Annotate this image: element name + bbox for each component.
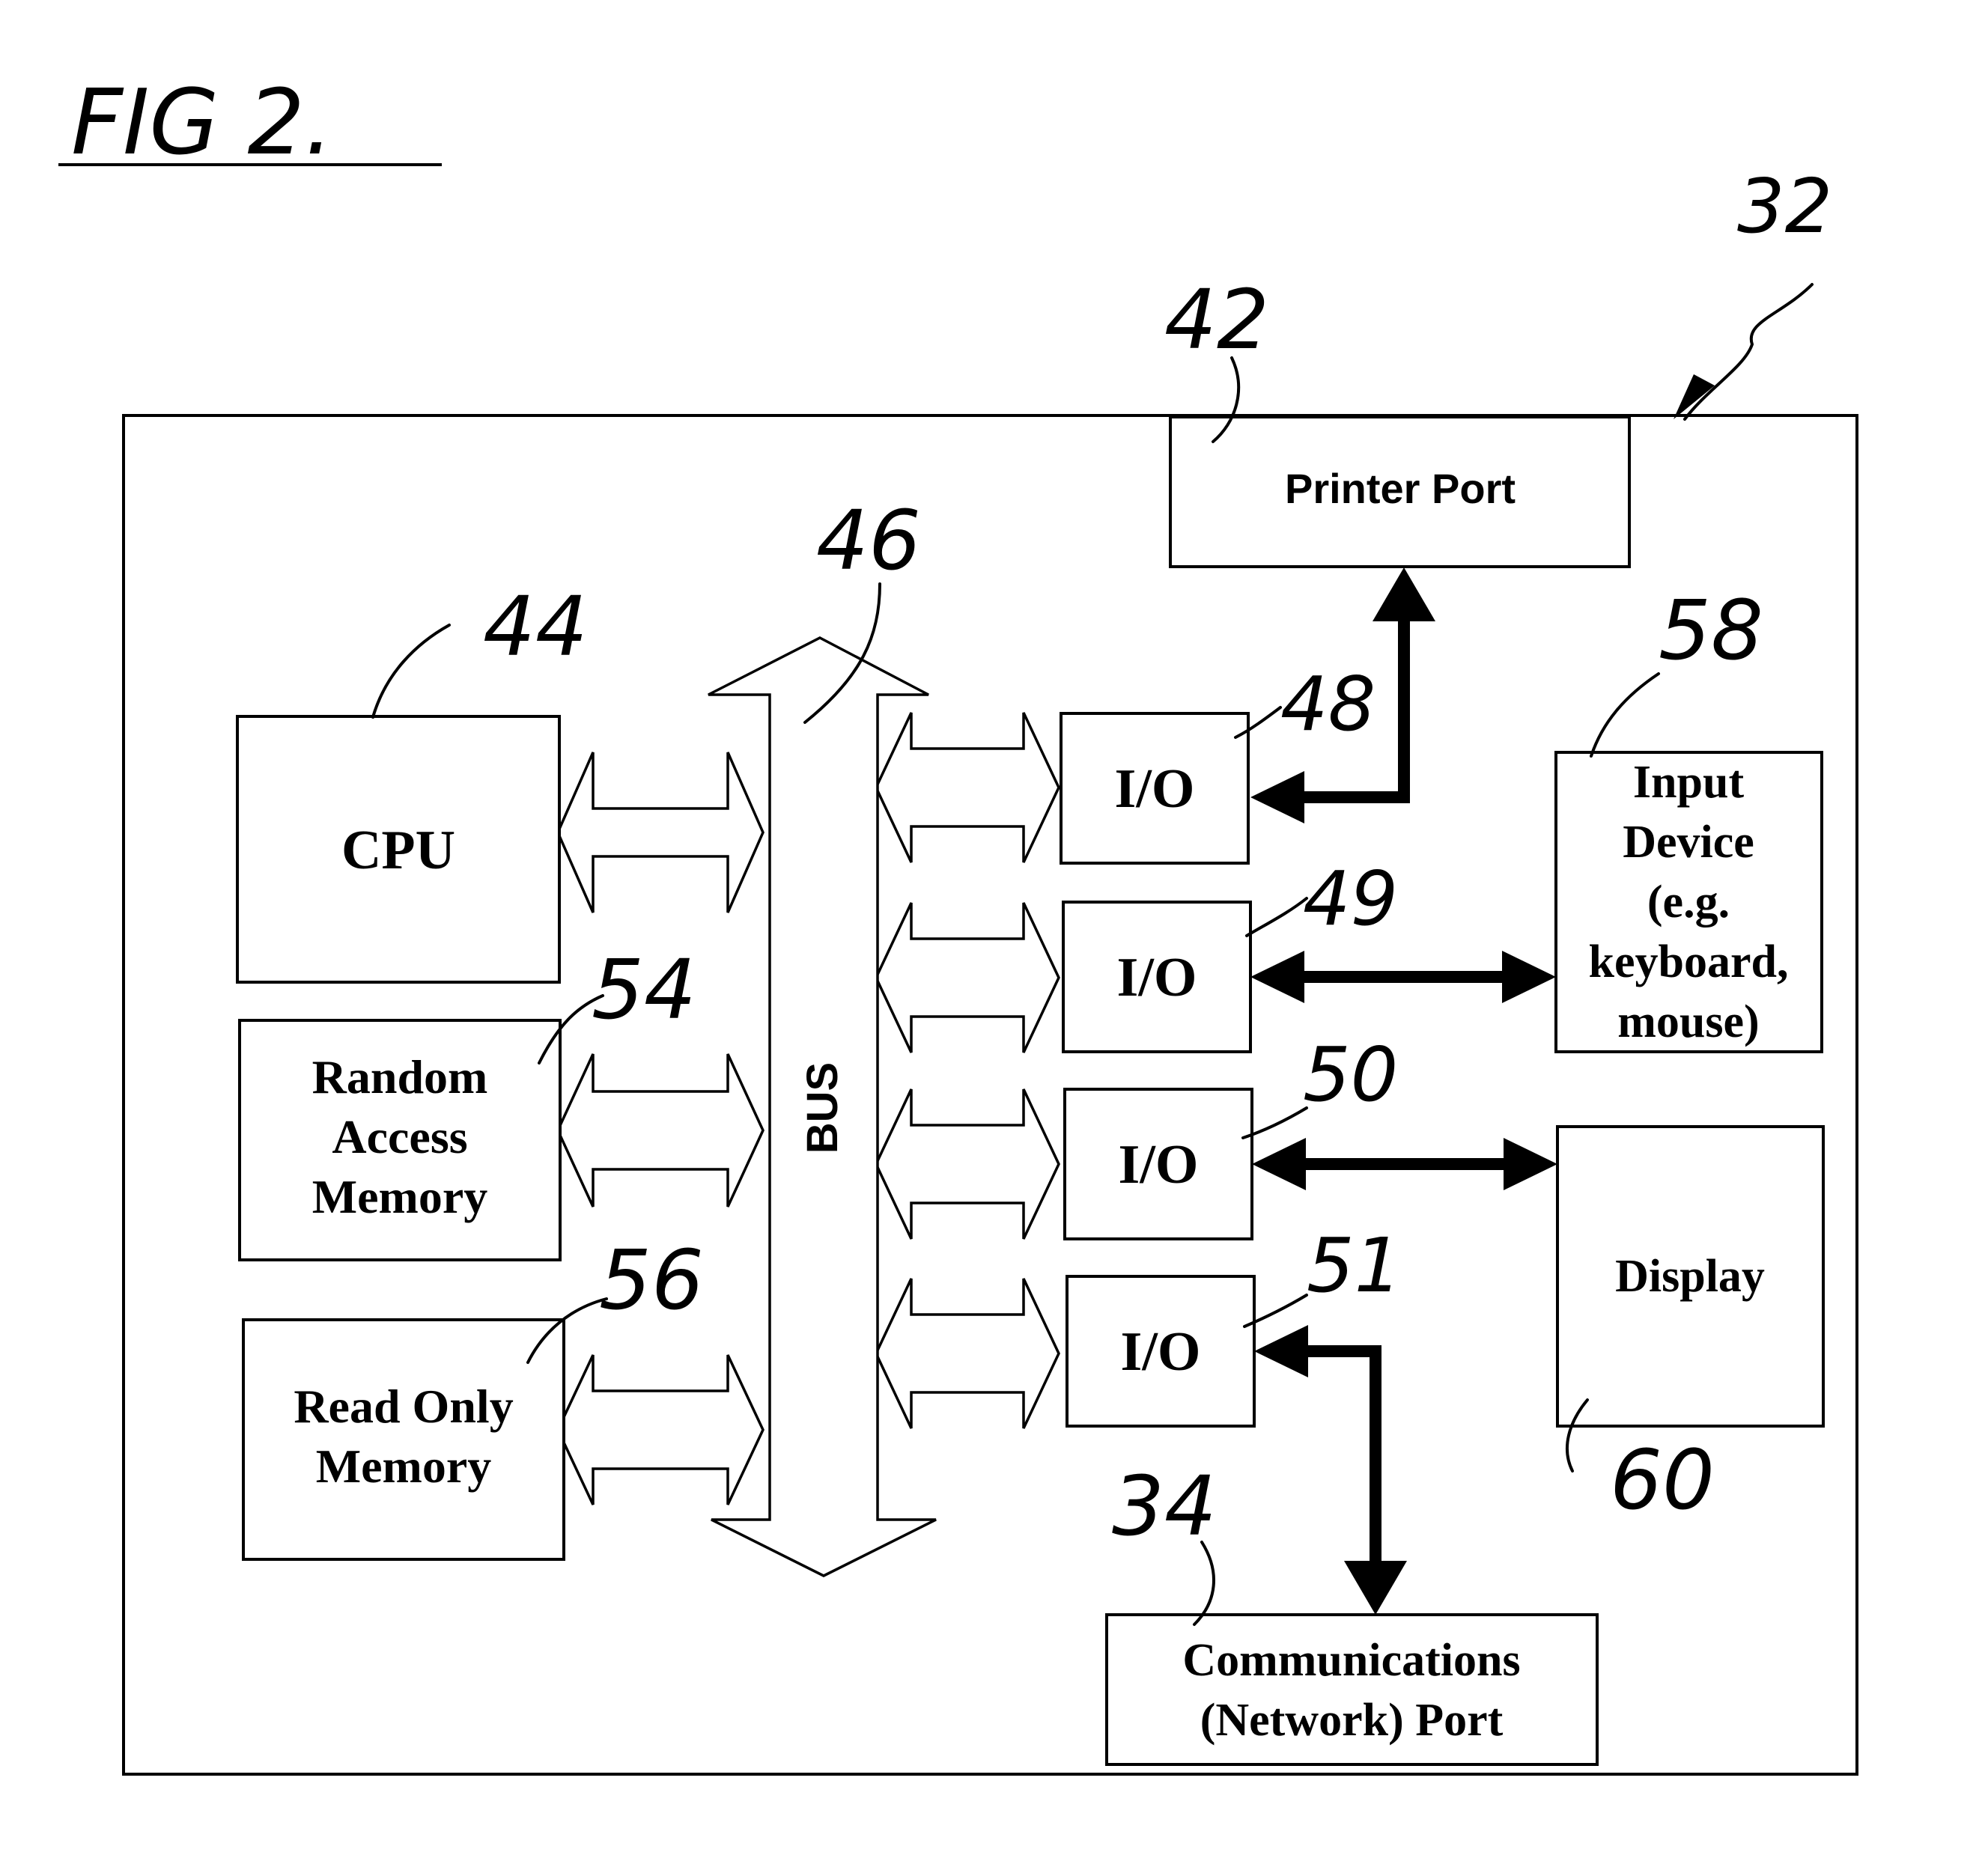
connector-ram-bus: [558, 1054, 763, 1207]
system-ref-number: 32: [1737, 162, 1832, 250]
ref-34-leader: [1194, 1542, 1214, 1624]
svg-text:Input: Input: [1633, 757, 1745, 808]
printer-port-label: Printer Port: [1285, 465, 1516, 512]
ref-46: 46: [816, 493, 921, 588]
svg-text:(Network) Port: (Network) Port: [1200, 1695, 1504, 1746]
link-io50-display-head-left: [1252, 1138, 1306, 1190]
svg-text:Communications: Communications: [1182, 1635, 1520, 1686]
io-label-48: I/O: [1115, 758, 1195, 820]
system-ref-arrowhead: [1674, 374, 1715, 419]
link-io51-comm: [1307, 1351, 1376, 1561]
connector-rom-bus: [558, 1355, 763, 1505]
link-io50-display-head-right: [1504, 1138, 1557, 1190]
link-io49-input-head-left: [1250, 951, 1304, 1003]
system-ref-arrow-line: [1685, 284, 1812, 419]
ref-44: 44: [483, 579, 588, 674]
ref-49: 49: [1303, 855, 1398, 942]
ref-44-leader: [373, 625, 449, 717]
svg-text:Read Only: Read Only: [294, 1380, 513, 1433]
ref-54: 54: [592, 942, 696, 1038]
ref-60: 60: [1610, 1432, 1715, 1528]
connector-bus-io49: [876, 903, 1059, 1053]
ram-label: Random Access Memory: [312, 1050, 488, 1223]
svg-text:keyboard,: keyboard,: [1589, 936, 1789, 987]
svg-text:Device: Device: [1623, 817, 1754, 868]
svg-text:Access: Access: [332, 1110, 467, 1163]
figure-title: FIG 2.: [71, 71, 333, 175]
ref-34: 34: [1112, 1458, 1217, 1554]
connector-bus-io48: [876, 713, 1059, 862]
svg-text:Memory: Memory: [312, 1170, 488, 1223]
svg-text:mouse): mouse): [1617, 996, 1759, 1047]
display-label: Display: [1615, 1251, 1765, 1302]
ref-50: 50: [1303, 1031, 1398, 1118]
link-io49-input-head-right: [1502, 951, 1556, 1003]
connector-bus-io50: [876, 1089, 1059, 1239]
link-printer-io48-head-up: [1373, 567, 1435, 621]
ref-58-leader: [1591, 674, 1659, 756]
svg-text:Memory: Memory: [316, 1440, 492, 1493]
io-label-50: I/O: [1119, 1134, 1199, 1196]
svg-text:(e.g.: (e.g.: [1647, 877, 1730, 928]
cpu-label: CPU: [341, 820, 455, 881]
link-printer-io48-head-left: [1250, 771, 1304, 823]
ref-42: 42: [1164, 272, 1269, 368]
ref-49-leader: [1247, 898, 1307, 936]
link-io51-comm-head-down: [1344, 1561, 1407, 1615]
connector-bus-io51: [876, 1279, 1059, 1428]
ref-56: 56: [599, 1232, 704, 1328]
svg-text:Random: Random: [312, 1050, 488, 1103]
link-io51-comm-head-left: [1254, 1325, 1308, 1377]
connector-cpu-bus: [558, 752, 763, 913]
ref-58: 58: [1659, 582, 1763, 678]
ref-51: 51: [1307, 1222, 1402, 1309]
io-label-49: I/O: [1117, 947, 1197, 1008]
io-label-51: I/O: [1121, 1321, 1201, 1383]
ref-48: 48: [1280, 660, 1376, 748]
bus-label: BUS: [798, 1062, 847, 1154]
